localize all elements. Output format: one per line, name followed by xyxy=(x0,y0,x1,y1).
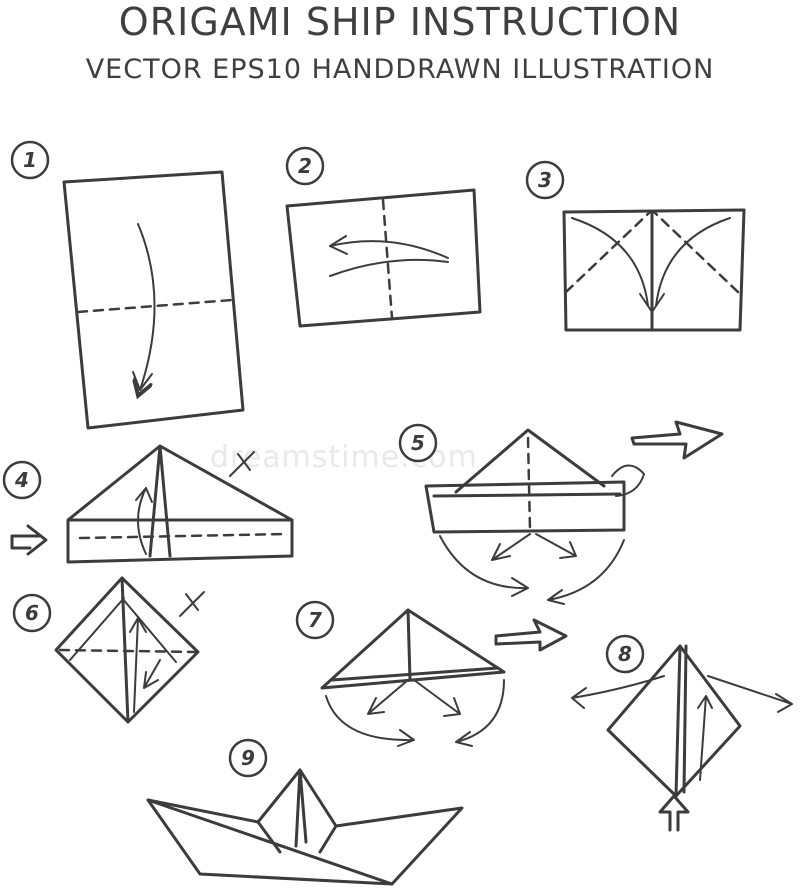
step-7-badge: 7 xyxy=(295,600,335,640)
step-4-number: 4 xyxy=(14,468,29,492)
step-6-number: 6 xyxy=(25,601,39,625)
step-4-figure xyxy=(10,444,294,564)
step-6-figure xyxy=(54,576,205,724)
page-subtitle: VECTOR EPS10 HANDDRAWN ILLUSTRATION xyxy=(85,54,715,85)
step-6-badge: 6 xyxy=(12,593,52,633)
step-8-number: 8 xyxy=(618,642,632,666)
page-title: ORIGAMI SHIP INSTRUCTION xyxy=(118,0,682,44)
step-5-number: 5 xyxy=(411,431,425,455)
step-7-number: 7 xyxy=(308,608,322,632)
step-2-figure xyxy=(285,188,482,328)
step-1-number: 1 xyxy=(23,148,37,172)
step-5-figure xyxy=(424,420,724,605)
step-3-badge: 3 xyxy=(525,160,565,200)
step-3-number: 3 xyxy=(538,168,552,192)
step-9-number: 9 xyxy=(241,746,255,770)
step-1-figure xyxy=(62,170,245,430)
step-9-figure xyxy=(146,768,464,886)
step-2-badge: 2 xyxy=(285,146,325,186)
step-4-badge: 4 xyxy=(2,460,42,500)
step-7-figure xyxy=(320,608,568,747)
step-5-badge: 5 xyxy=(398,423,438,463)
step-2-number: 2 xyxy=(298,154,312,178)
step-8-figure xyxy=(571,644,793,832)
step-9-badge: 9 xyxy=(228,738,268,778)
step-3-figure xyxy=(562,208,746,332)
step-8-badge: 8 xyxy=(605,634,645,674)
step-1-badge: 1 xyxy=(10,140,50,180)
